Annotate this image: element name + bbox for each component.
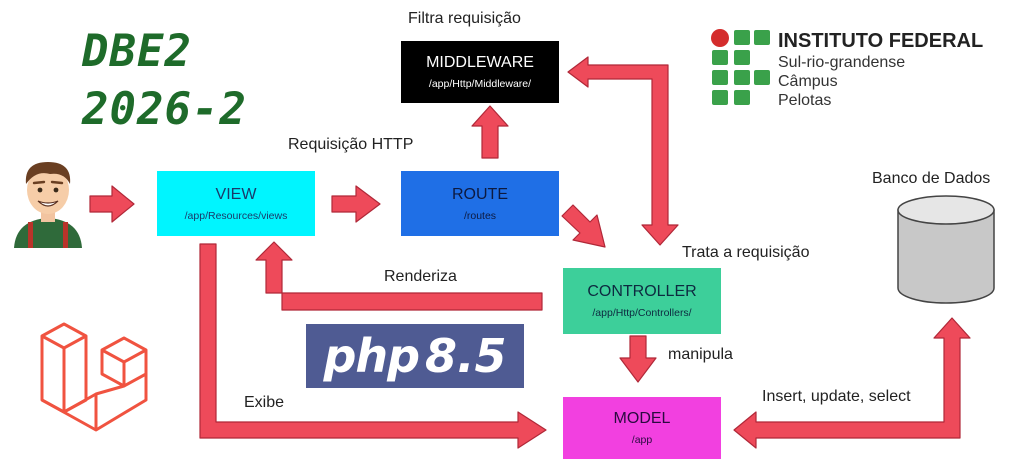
label-http-request: Requisição HTTP	[288, 136, 414, 153]
view-path: /app/Resources/views	[184, 209, 288, 222]
label-display: Exibe	[244, 394, 285, 411]
database-icon	[897, 195, 995, 304]
label-render: Renderiza	[384, 268, 457, 285]
php-logo-version: 8.5	[425, 329, 507, 383]
arrow-middleware-controller-loop	[567, 56, 679, 246]
php-logo: php 8.5	[306, 324, 524, 388]
controller-path: /app/Http/Controllers/	[592, 307, 692, 319]
arrow-route-to-middleware	[471, 105, 509, 159]
model-box: MODEL /app	[563, 397, 721, 459]
view-title: VIEW	[215, 185, 257, 203]
controller-box: CONTROLLER /app/Http/Controllers/	[563, 268, 721, 334]
user-avatar-icon	[14, 162, 82, 248]
course-title-line2: 2026-2	[82, 84, 247, 135]
label-manipulate: manipula	[668, 346, 733, 363]
arrow-view-to-model	[199, 243, 547, 449]
institution-line1: Sul-rio-grandense	[778, 54, 906, 71]
arrow-controller-to-view	[255, 241, 543, 311]
institution-campus: Sul-rio-grandense Câmpus Pelotas	[778, 53, 905, 110]
label-database: Banco de Dados	[872, 170, 991, 187]
model-title: MODEL	[613, 410, 671, 427]
label-db-ops: Insert, update, select	[762, 388, 911, 405]
route-title: ROUTE	[452, 185, 508, 203]
model-path: /app	[631, 434, 653, 446]
institution-line3: Pelotas	[778, 92, 832, 109]
institution-name: INSTITUTO FEDERAL	[778, 30, 984, 52]
laravel-logo-icon	[40, 322, 148, 432]
arrow-route-to-controller	[561, 204, 606, 248]
route-box: ROUTE /routes	[401, 171, 559, 236]
arrow-model-to-database	[733, 317, 971, 449]
arrow-view-to-route	[331, 185, 381, 223]
view-box: VIEW /app/Resources/views	[157, 171, 315, 236]
route-path: /routes	[463, 209, 497, 222]
arrow-user-to-view	[89, 185, 135, 223]
institution-line2: Câmpus	[778, 73, 838, 90]
controller-title: CONTROLLER	[587, 283, 697, 300]
arrow-controller-to-model	[619, 335, 657, 383]
if-logo-icon	[711, 29, 770, 105]
course-title-line1: DBE2	[82, 26, 192, 77]
php-logo-text: php	[323, 329, 420, 383]
middleware-title: MIDDLEWARE	[426, 54, 534, 71]
middleware-path: /app/Http/Middleware/	[428, 78, 532, 90]
label-handle: Trata a requisição	[682, 244, 810, 261]
label-filter: Filtra requisição	[408, 10, 521, 27]
middleware-box: MIDDLEWARE /app/Http/Middleware/	[401, 41, 559, 103]
